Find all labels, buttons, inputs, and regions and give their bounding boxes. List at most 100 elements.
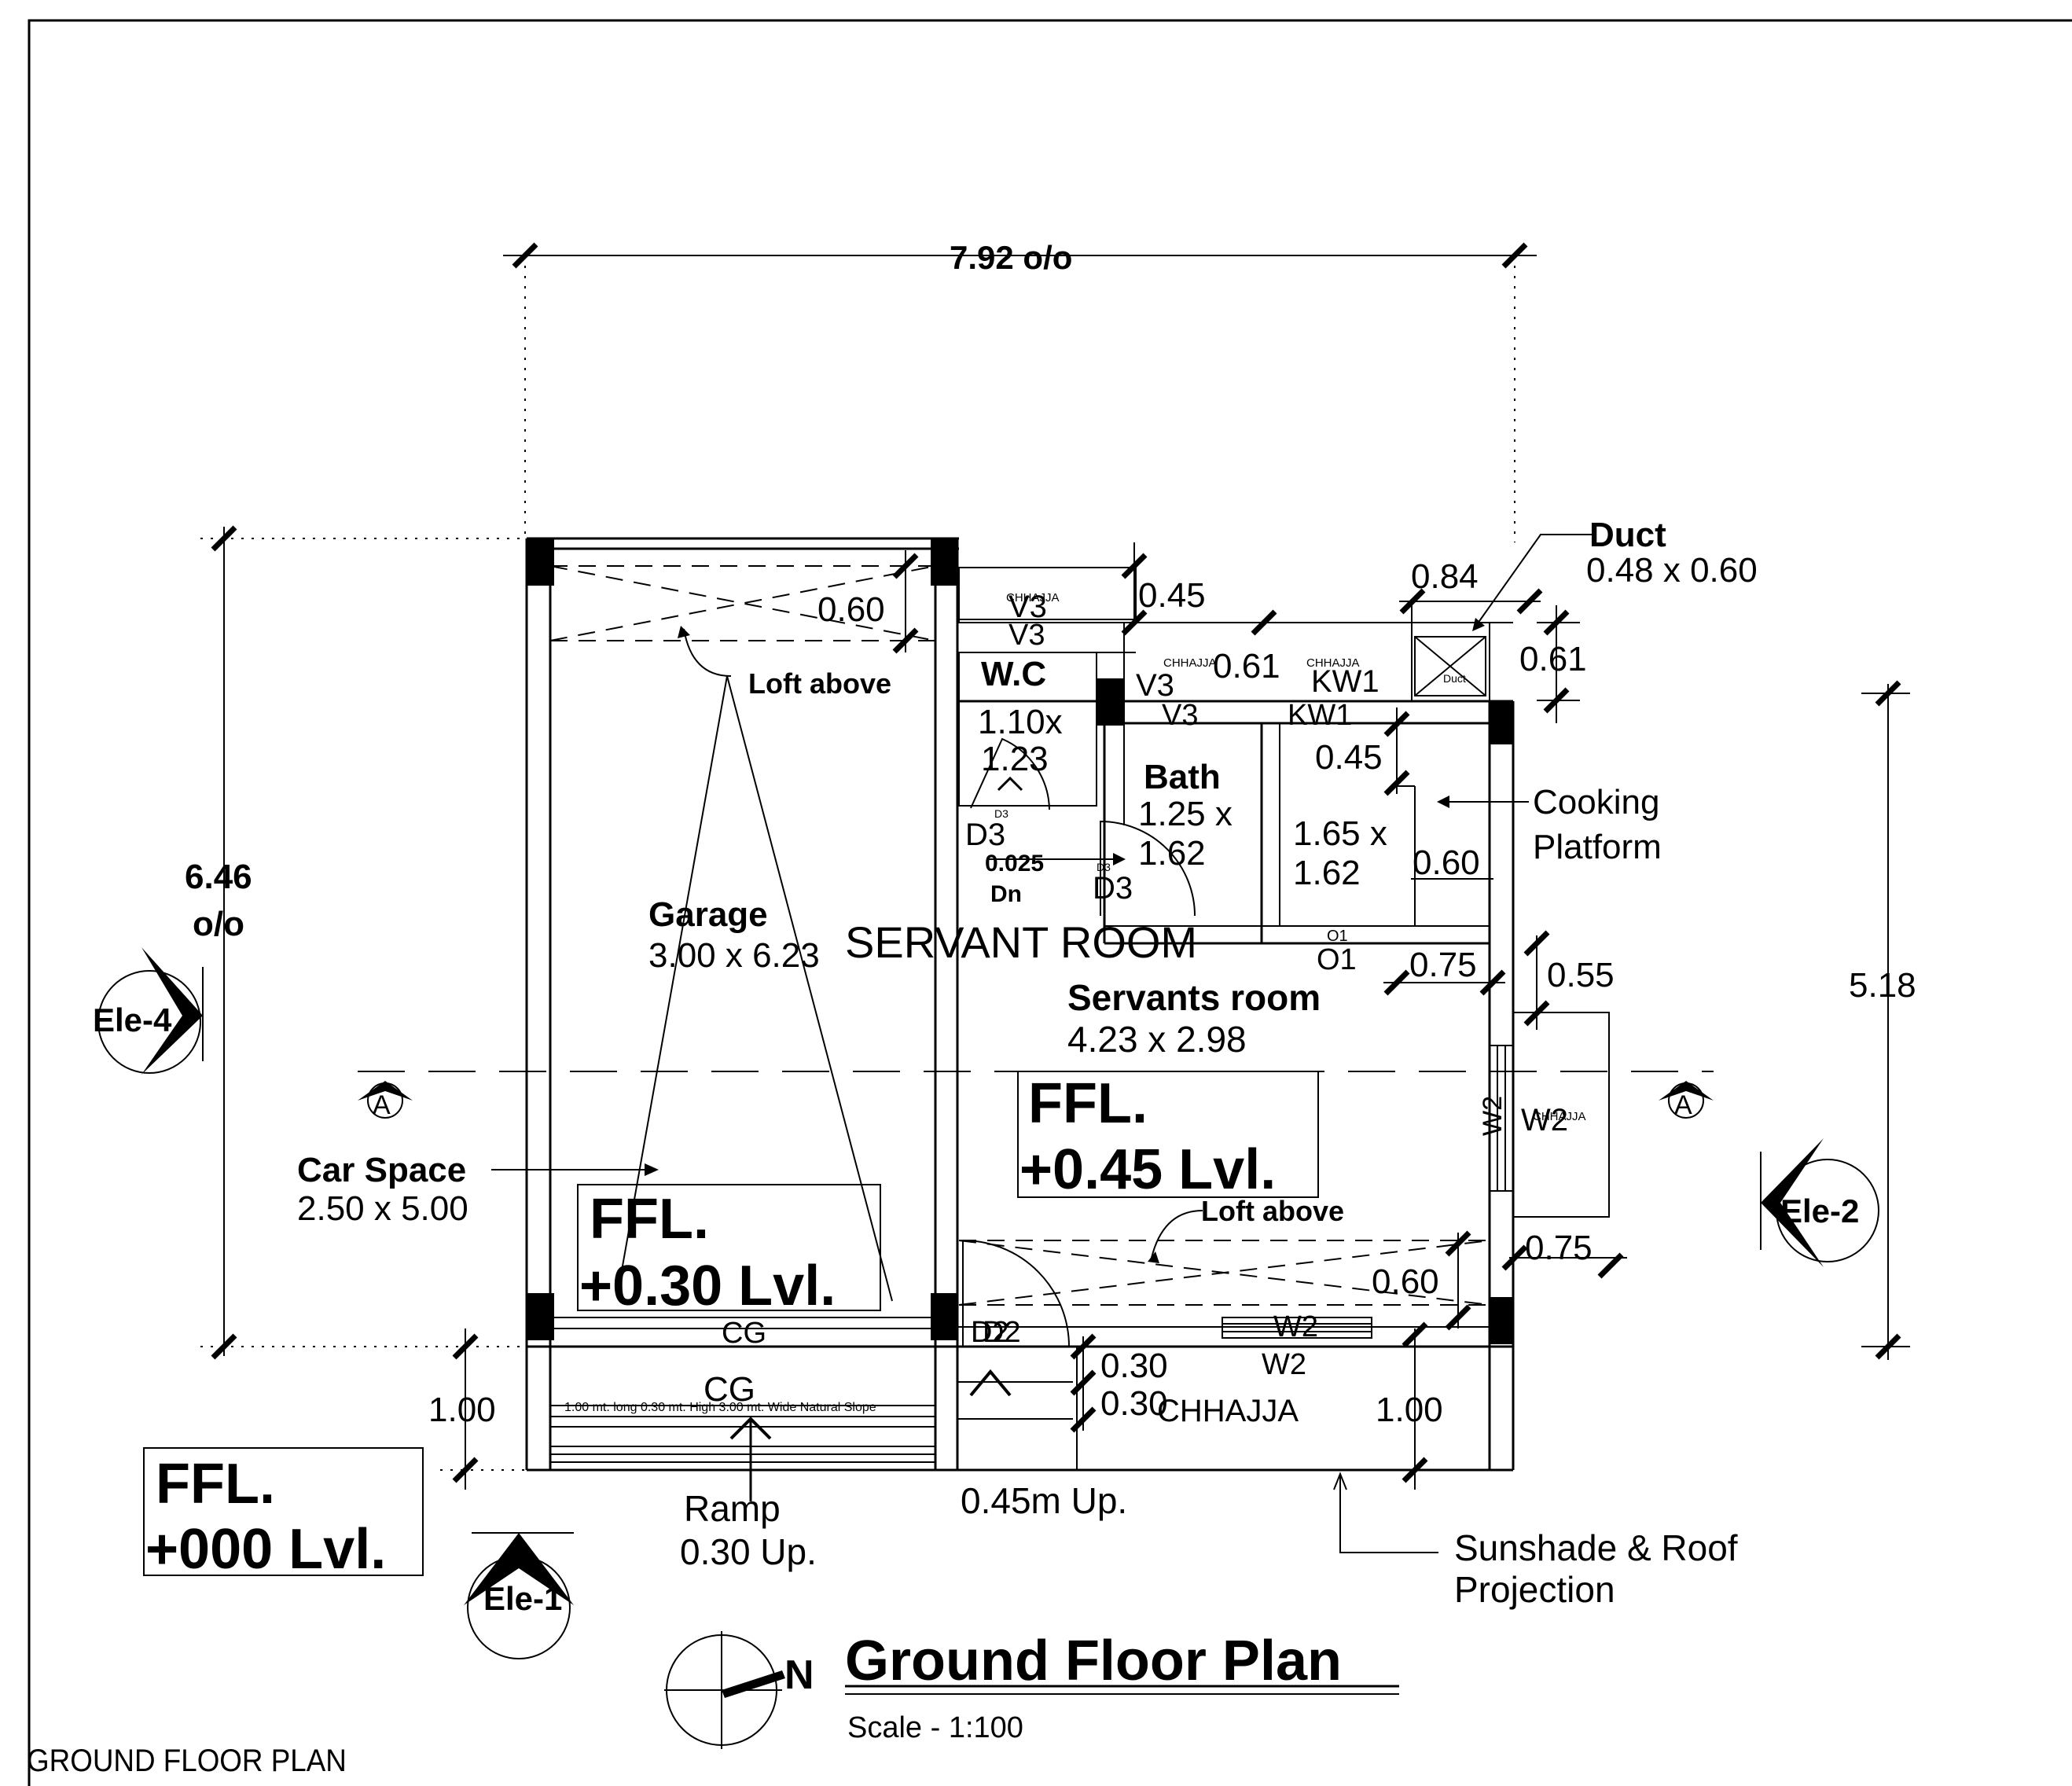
ele-1-label: Ele-1 — [483, 1580, 562, 1617]
elevation-marker-ele-1 — [464, 1532, 574, 1659]
opening-kw1-b: KW1 — [1288, 699, 1352, 732]
garage-size: 3.00 x 6.23 — [648, 936, 820, 975]
ffl-000-line1: FFL. — [156, 1453, 275, 1516]
dim-075-a: 0.75 — [1409, 946, 1477, 984]
dim-061-right: 0.61 — [1519, 640, 1587, 678]
dim-055: 0.55 — [1547, 956, 1615, 994]
ramp-line1: Ramp — [684, 1488, 781, 1529]
dimension-lines — [200, 242, 1910, 1490]
elevation-marker-ele-2 — [1760, 1138, 1879, 1267]
dim-075-b: 0.75 — [1525, 1229, 1593, 1267]
car-space-title: Car Space — [297, 1151, 466, 1189]
chhajja-small-3: CHHAJJA — [1306, 656, 1360, 670]
dn-value: 0.025 — [985, 851, 1044, 876]
drawing-text: 7.92 o/o 6.46 o/o 5.18 1.00 1.00 0.60 0.… — [27, 239, 1916, 1778]
wc-size-1: 1.10x — [978, 703, 1063, 741]
opening-v3-c: V3 — [1136, 668, 1174, 703]
dim-front-left: 1.00 — [428, 1391, 496, 1429]
loft-above-top: Loft above — [748, 667, 891, 700]
ramp-note: 1.00 mt. long 0.30 mt. High 3.00 mt. Wid… — [564, 1401, 876, 1414]
dim-kitchen-045: 0.45 — [1315, 738, 1383, 777]
cooking-platform-1: Cooking — [1533, 783, 1659, 821]
dim-061-mid: 0.61 — [1213, 647, 1280, 685]
servants-room-title: Servants room — [1067, 977, 1321, 1018]
ramp-line2: 0.30 Up. — [680, 1531, 817, 1572]
kitchen-size-1: 1.65 x — [1293, 814, 1387, 853]
section-marker-a-left — [358, 1081, 413, 1119]
ffl-030-line1: FFL. — [590, 1188, 709, 1251]
dim-step-030-b: 0.30 — [1100, 1384, 1168, 1423]
ffl-030-line2: +0.30 Lvl. — [579, 1255, 836, 1317]
loft-front-dashed — [958, 1240, 1490, 1306]
opening-v3-d: V3 — [1162, 699, 1198, 732]
ffl-045-line1: FFL. — [1028, 1072, 1148, 1135]
servants-room-size: 4.23 x 2.98 — [1067, 1019, 1247, 1060]
chhajja-small-1: CHHAJJA — [1006, 591, 1060, 605]
chhajja-front: CHHAJJA — [1157, 1394, 1299, 1428]
opening-w2-a: W2 — [1521, 1103, 1568, 1137]
chhajja-small-4: CHHAJJA — [1533, 1110, 1586, 1123]
cg-1: CG — [722, 1317, 766, 1350]
chhajja-small-2: CHHAJJA — [1163, 656, 1217, 670]
cooking-platform-2: Platform — [1533, 828, 1662, 866]
loft-garage-dashed — [549, 565, 936, 641]
bath-title: Bath — [1144, 758, 1221, 796]
car-space-size: 2.50 x 5.00 — [297, 1189, 468, 1228]
opening-o1-b: O1 — [1317, 943, 1357, 976]
car-space-triangle — [616, 675, 893, 1302]
wc-size-2: 1.23 — [981, 740, 1049, 778]
dim-084: 0.84 — [1411, 557, 1479, 596]
up-045: 0.45m Up. — [961, 1480, 1127, 1521]
north-label: N — [784, 1652, 814, 1698]
ffl-000-box — [143, 1447, 424, 1576]
dim-loft-front: 0.60 — [1372, 1262, 1439, 1301]
dim-overall-width: 7.92 o/o — [950, 239, 1072, 276]
elevation-marker-ele-4 — [97, 947, 204, 1075]
section-a-right-label: A — [1674, 1090, 1692, 1120]
dim-right-depth: 5.18 — [1849, 966, 1916, 1005]
cg-2: CG — [704, 1370, 755, 1409]
dim-chhajja-045: 0.45 — [1138, 576, 1206, 615]
sunshade-line1: Sunshade & Roof — [1454, 1527, 1738, 1568]
annotation-arrows — [491, 534, 1592, 1553]
dim-overall-depth-1: 6.46 — [185, 858, 252, 896]
opening-w2-d: W2 — [1262, 1348, 1306, 1381]
dn-label: Dn — [990, 881, 1022, 907]
duct-title: Duct — [1589, 516, 1666, 554]
opening-v3-a: V3 — [1008, 590, 1047, 624]
door-swings — [962, 737, 1196, 1347]
opening-d3-small-a: D3 — [994, 807, 1008, 820]
duct-box — [1414, 636, 1486, 696]
ffl-030-box — [577, 1184, 881, 1311]
opening-o1-a: O1 — [1327, 928, 1348, 945]
loft-above-bottom: Loft above — [1201, 1195, 1344, 1227]
ffl-000-line2: +000 Lvl. — [145, 1518, 386, 1581]
opening-w2-b: W2 — [1478, 1096, 1508, 1136]
bath-size-2: 1.62 — [1138, 834, 1206, 873]
kitchen-size-2: 1.62 — [1293, 854, 1361, 892]
opening-d3-b: D3 — [1093, 871, 1133, 906]
garage-title: Garage — [648, 895, 768, 934]
sunshade-line2: Projection — [1454, 1569, 1615, 1610]
dim-step-030-a: 0.30 — [1100, 1347, 1168, 1385]
duct-size: 0.48 x 0.60 — [1586, 551, 1758, 590]
ele-2-label: Ele-2 — [1780, 1193, 1859, 1229]
dim-front-right: 1.00 — [1376, 1391, 1443, 1429]
bath-size-1: 1.25 x — [1138, 795, 1233, 833]
servant-room-caps: SERVANT ROOM — [845, 917, 1197, 967]
section-a-left-label: A — [373, 1090, 391, 1120]
opening-w2-c: W2 — [1273, 1310, 1318, 1343]
opening-kw1-a: KW1 — [1311, 664, 1379, 699]
dim-loft-depth: 0.60 — [817, 590, 885, 629]
opening-v3-b: V3 — [1008, 619, 1045, 652]
ffl-045-box — [1017, 1071, 1319, 1198]
north-arrow-icon — [664, 1631, 785, 1749]
opening-d3-small-b: D3 — [1097, 861, 1111, 873]
sheet-label: GROUND FLOOR PLAN — [27, 1744, 347, 1779]
opening-d2-a: D2 — [971, 1316, 1009, 1349]
duct-tag: Duct — [1443, 672, 1466, 685]
ffl-045-line2: +0.45 Lvl. — [1019, 1138, 1276, 1201]
opening-d2-b: D2 — [983, 1316, 1021, 1349]
dim-overall-depth-2: o/o — [193, 905, 244, 943]
